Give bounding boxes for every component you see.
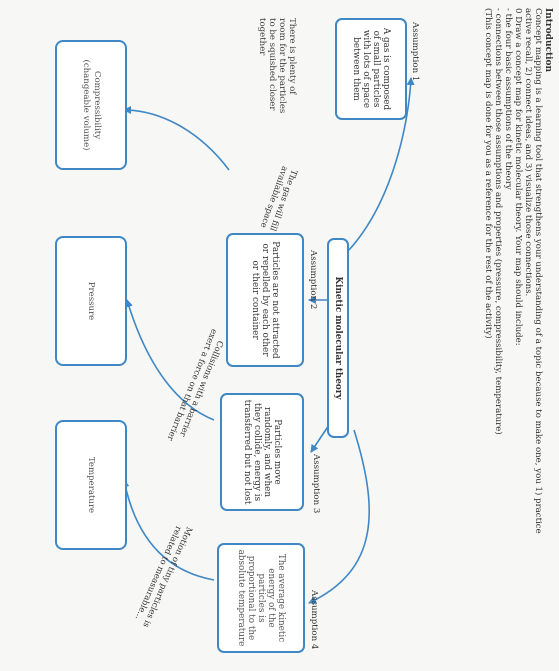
property-temperature-label: Temperature	[86, 456, 97, 514]
center-node: Kinetic molecular theory	[327, 238, 349, 438]
intro-line-3: 0 Draw a concept map for kinetic molecul…	[513, 8, 523, 346]
connector-gas-fills-space	[123, 106, 230, 171]
property-pressure-label: Pressure	[86, 281, 97, 321]
connector-collisions-force	[125, 299, 215, 421]
property-compressibility-line1: Compressibility	[92, 70, 102, 140]
intro-line-6: (This concept map is done for you as a r…	[483, 8, 493, 339]
connector-center-assumption4	[308, 429, 370, 604]
intro-line-2: active recall, 2) connect ideas, and 3) …	[523, 8, 533, 297]
property-compressibility: Compressibility (changeable volume)	[55, 40, 127, 170]
assumption-3-box: Particles move randomly, and when they c…	[220, 393, 304, 511]
assumption-3-text: Particles move randomly, and when they c…	[242, 399, 282, 505]
side-note-text: There is plenty of room for the particle…	[257, 18, 297, 114]
side-note: There is plenty of room for the particle…	[257, 18, 297, 118]
center-title: Kinetic molecular theory	[333, 276, 343, 400]
property-temperature: Temperature	[55, 420, 127, 550]
assumption-1-box: A gas is composed of small particles wit…	[335, 18, 407, 120]
assumption-4-box: The average kinetic energy of the partic…	[217, 543, 305, 653]
assumption-2-label: Assumption 2	[308, 250, 318, 310]
introduction-text: Introduction Concept mapping is a learni…	[483, 8, 553, 628]
property-pressure: Pressure	[55, 236, 127, 366]
intro-line-4: - the four basic assumptions of the theo…	[503, 8, 513, 190]
assumption-2-text: Particles are not attracted or repelled …	[250, 241, 280, 359]
assumption-1-text: A gas is composed of small particles wit…	[351, 27, 391, 111]
intro-heading: Introduction	[543, 8, 553, 73]
assumption-3-label: Assumption 3	[311, 454, 321, 514]
connector-motion-temperature	[121, 479, 215, 581]
assumption-1-label: Assumption 1	[410, 22, 420, 82]
assumption-4-label: Assumption 4	[309, 590, 319, 650]
intro-line-1: Concept mapping is a learning tool that …	[533, 8, 543, 534]
property-compressibility-line2: (changeable volume)	[81, 59, 91, 151]
assumption-4-text: The average kinetic energy of the partic…	[236, 549, 286, 647]
connector-center-assumption1	[348, 77, 415, 251]
intro-line-5: - connections between those assumptions …	[493, 8, 503, 435]
assumption-2-box: Particles are not attracted or repelled …	[226, 233, 304, 367]
